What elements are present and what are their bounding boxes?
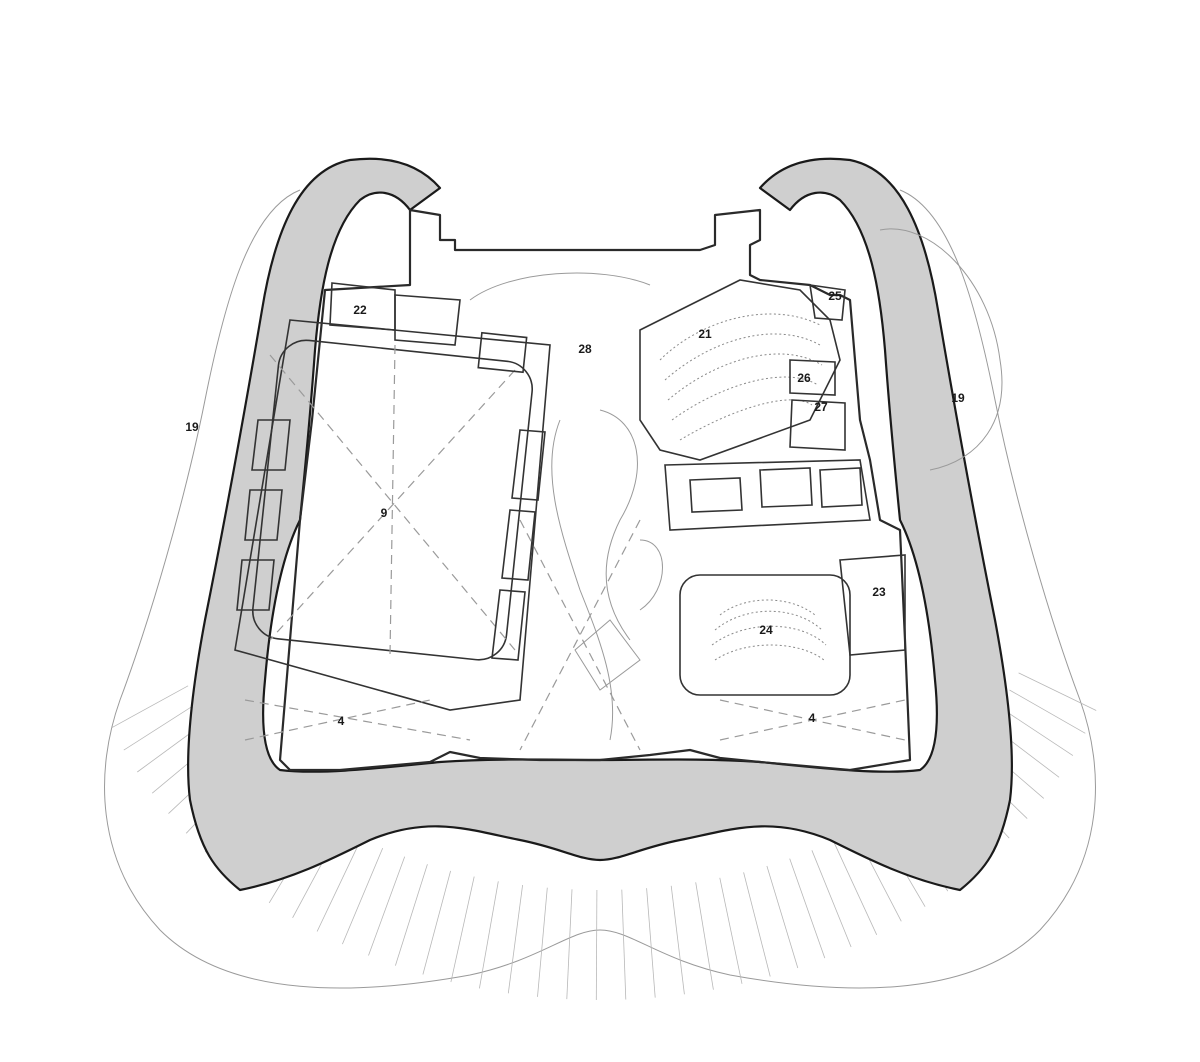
label-22: 22	[353, 303, 367, 317]
label-19-left: 19	[185, 420, 199, 434]
lobby-curves	[469, 272, 663, 741]
terrace-step-line	[316, 838, 362, 932]
room-9-hall	[234, 319, 551, 711]
terrace-step-line	[695, 882, 714, 990]
terrace-step-line	[479, 881, 499, 989]
interior-outline	[278, 208, 912, 772]
terrace-step-line	[342, 847, 384, 945]
label-19-right: 19	[951, 391, 965, 405]
terrace-step-line	[566, 889, 573, 1000]
room-labels: 22 28 21 25 26 27 19 19 9 23 24 4 4	[185, 289, 965, 728]
room-23	[839, 554, 906, 656]
terrace-step-line	[368, 856, 406, 956]
terrace-step-line	[998, 706, 1074, 756]
label-24: 24	[759, 623, 773, 637]
terrace-step-line	[670, 885, 685, 995]
label-4-left: 4	[338, 714, 345, 728]
terrace-step-line	[422, 870, 451, 975]
terrace-step-line	[621, 889, 627, 1000]
label-23: 23	[872, 585, 886, 599]
terrace-step-line	[789, 858, 826, 959]
label-28: 28	[578, 342, 592, 356]
room-22-area	[329, 282, 528, 374]
terrace-step-line	[646, 888, 656, 998]
terrace-step-line	[507, 884, 523, 994]
terrace-step-line	[450, 876, 475, 983]
label-21: 21	[698, 327, 712, 341]
left-service-strip	[236, 419, 291, 611]
terrace-step-line	[123, 702, 199, 751]
terrace-step-line	[537, 887, 548, 997]
site-outline	[104, 189, 1096, 989]
terrace-step-line	[766, 865, 799, 969]
terrace-step-line	[833, 840, 878, 935]
terrace-step-line	[395, 864, 428, 966]
room-24	[679, 574, 851, 696]
label-4-right: 4	[809, 711, 816, 725]
terrace-step-line	[1018, 672, 1097, 711]
room-21-auditorium	[639, 279, 841, 461]
terrace-step-line	[595, 889, 598, 1001]
terrace-step-line	[719, 877, 743, 984]
zone-4-lines	[244, 519, 906, 751]
right-service-strip	[491, 429, 546, 661]
service-core-right	[664, 459, 871, 531]
terrace-step-line	[111, 685, 189, 729]
terrace-step-line	[811, 850, 852, 948]
label-9: 9	[381, 506, 388, 520]
terrace-step-line	[743, 872, 771, 977]
rooms-25-27	[789, 284, 846, 451]
label-26: 26	[797, 371, 811, 385]
label-27: 27	[814, 400, 828, 414]
right-balcony	[879, 228, 1003, 471]
terrace-step-line	[1009, 689, 1086, 734]
label-25: 25	[828, 289, 842, 303]
perimeter-wall-band	[187, 157, 1013, 892]
